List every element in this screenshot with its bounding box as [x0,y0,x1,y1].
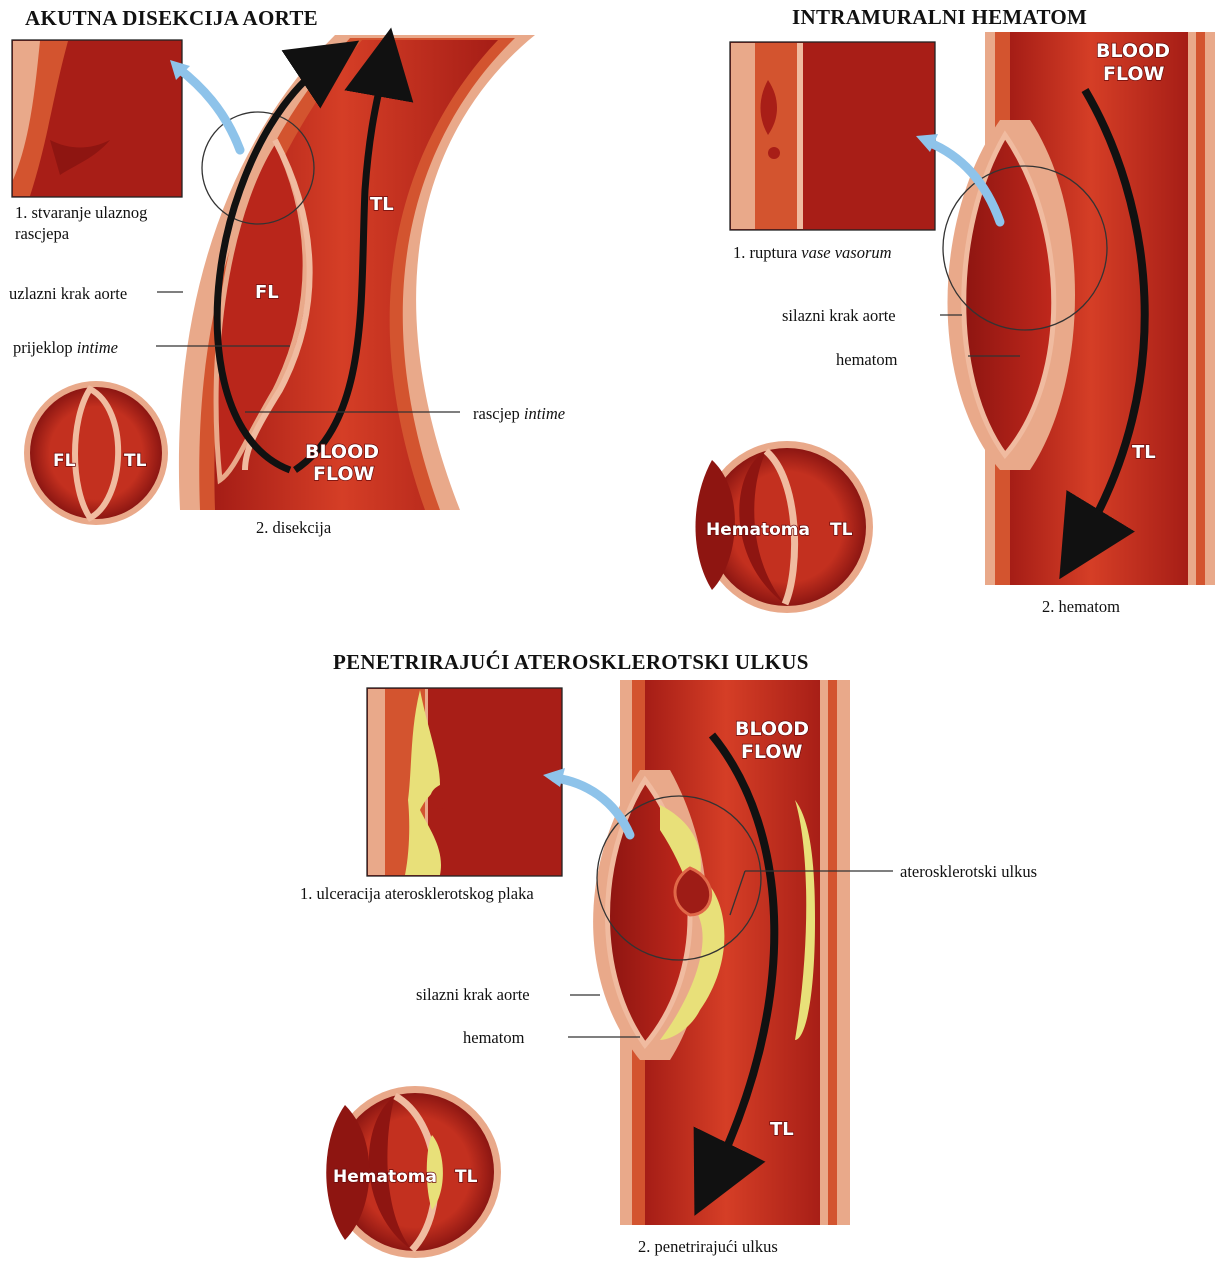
ulcer-flow-label-2: FLOW [741,741,803,763]
hematoma-tl-label: TL [1132,442,1156,463]
hematoma-inset [730,42,935,230]
hematoma-cross-section: Hematoma TL [696,441,874,613]
cross-tl-label-3: TL [455,1167,478,1187]
ulcer-caption: 2. penetrirajući ulkus [638,1236,778,1257]
dissection-tl-label: TL [370,194,394,215]
hematoma-flow-label-2: FLOW [1103,63,1165,85]
hematoma-inset-caption-text: 1. ruptura [733,243,797,262]
dissection-inset-caption-line2: rascjepa [15,224,69,243]
label-descending-aorta-1: silazni krak aorte [782,305,896,326]
label-flap-italic: intime [77,338,118,357]
ulcer-inset-caption: 1. ulceracija aterosklerotskog plaka [300,883,534,904]
cross-hematoma-label-2: Hematoma [333,1167,437,1187]
dissection-cross-section: FL TL [24,381,168,525]
label-hematoma-2: hematom [463,1027,524,1048]
label-ascending-aorta: uzlazni krak aorte [9,283,127,304]
dissection-flow-label-2: FLOW [313,463,375,485]
hematoma-inset-caption-italic: vase vasorum [801,243,891,262]
label-hematoma-1: hematom [836,349,897,370]
ulcer-flow-label-1: BLOOD [735,718,809,740]
label-atherosclerotic-ulcer: aterosklerotski ulkus [900,861,1037,882]
hematoma-flow-label-1: BLOOD [1096,40,1170,62]
cross-fl-label: FL [53,451,76,471]
ulcer-vessel [593,680,850,1225]
dissection-inset [12,40,182,197]
cross-tl-label: TL [124,451,147,471]
dissection-inset-caption-line1: 1. stvaranje ulaznog [15,203,147,222]
dissection-fl-label: FL [255,282,279,303]
ulcer-cross-section: Hematoma TL [326,1086,501,1258]
ulcer-inset [367,688,562,876]
hematoma-caption: 2. hematom [1042,596,1120,617]
dissection-flow-label-1: BLOOD [305,441,379,463]
dissection-vessel [179,35,535,510]
label-tear-italic: intime [524,404,565,423]
ulcer-tl-label: TL [770,1119,794,1140]
dissection-pointer-arrow [178,68,240,150]
dissection-caption: 2. disekcija [256,517,331,538]
label-flap-text: prijeklop [13,338,73,357]
cross-tl-label-2: TL [830,520,853,540]
label-tear-text: rascjep [473,404,520,423]
hematoma-inset-caption: 1. ruptura vase vasorum [733,242,892,263]
label-intimal-flap: prijeklop intime [13,337,118,358]
label-intimal-tear: rascjep intime [473,403,565,424]
dissection-inset-caption: 1. stvaranje ulaznog rascjepa [15,202,147,245]
label-descending-aorta-2: silazni krak aorte [416,984,530,1005]
cross-hematoma-label: Hematoma [706,520,810,540]
